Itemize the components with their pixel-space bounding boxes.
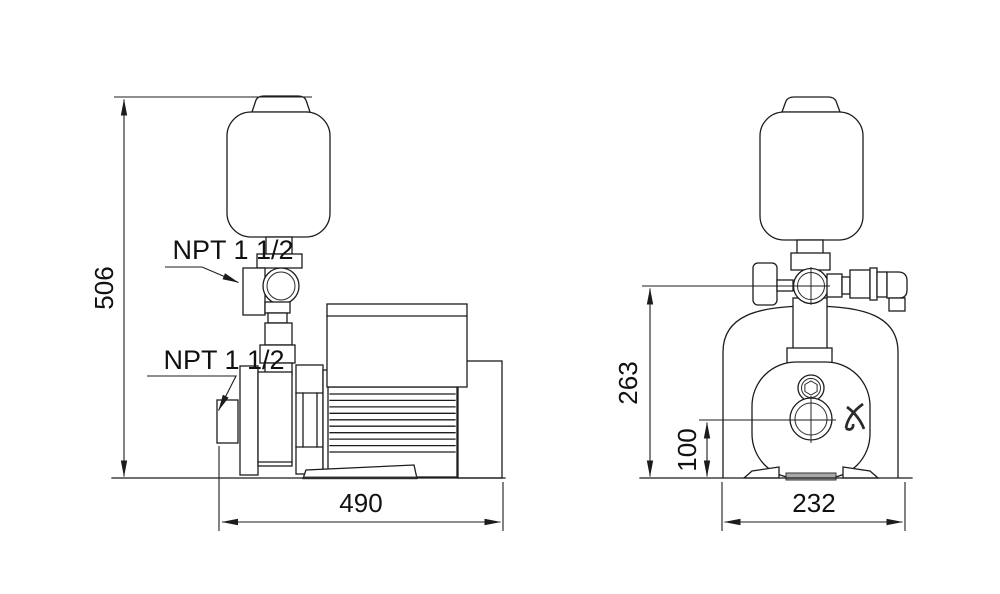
pressure-gauge (752, 262, 778, 306)
dimension-valve-height: 263 (613, 285, 830, 477)
suction-port-callout: NPT 1 1/2 (147, 345, 285, 411)
outlet-fitting-3 (849, 269, 871, 299)
dimension-label-100: 100 (672, 428, 702, 471)
base-block (785, 472, 837, 481)
riser-pipe-front (792, 297, 828, 351)
motor-cooling-fins (329, 393, 456, 453)
isolation-valve (242, 267, 300, 376)
pump-face-details (789, 374, 866, 443)
plug-hexagon (804, 380, 818, 396)
dimensions: 506 NPT 1 1/2 NPT 1 1/2 490 263 (89, 96, 906, 531)
riser-pipe (264, 322, 293, 346)
control-box (326, 303, 468, 388)
dimension-overall-length: 490 (218, 446, 504, 531)
dimension-label-263: 263 (613, 361, 643, 404)
side-view (111, 95, 506, 480)
tank-cap (251, 95, 311, 113)
discharge-port-label: NPT 1 1/2 (172, 235, 293, 265)
dimension-overall-width: 232 (721, 482, 906, 531)
outlet-fitting-2 (841, 276, 851, 295)
dimension-label-490: 490 (339, 488, 382, 518)
head-clamp (295, 364, 324, 475)
pump-motor (326, 303, 503, 479)
front-view (639, 96, 913, 481)
outlet-ring (869, 267, 878, 301)
pipe-union-front (786, 347, 833, 364)
pressure-tank (226, 95, 331, 269)
head-plate (239, 365, 259, 476)
pump-head (216, 364, 331, 476)
outlet-fitting-4 (876, 271, 888, 298)
tank-body (226, 111, 331, 238)
pressure-tank-front (759, 96, 864, 271)
discharge-leader-line (165, 266, 239, 284)
discharge-port-callout: NPT 1 1/2 (165, 235, 294, 284)
elbow-flange (888, 297, 906, 312)
motor-body (327, 386, 458, 478)
valve-side-port (242, 267, 266, 316)
suction-port-label: NPT 1 1/2 (163, 345, 284, 375)
grundfos-logo-icon (844, 402, 866, 431)
tank-pipe-front (796, 239, 824, 255)
outlet-elbow (886, 271, 908, 299)
suction-leader-line (147, 375, 237, 411)
valve-nut (264, 301, 291, 314)
dimension-label-506: 506 (89, 266, 119, 309)
dimension-label-232: 232 (792, 488, 835, 518)
head-chamber (257, 371, 293, 467)
valve-nut-2 (267, 312, 288, 324)
valve-ball (262, 267, 300, 305)
tank-body-front (759, 111, 864, 241)
tank-cap-front (781, 96, 841, 113)
dimension-overall-height: 506 (89, 96, 312, 477)
dimension-port-height: 100 (672, 419, 836, 477)
valve-ball-inner (266, 271, 296, 301)
